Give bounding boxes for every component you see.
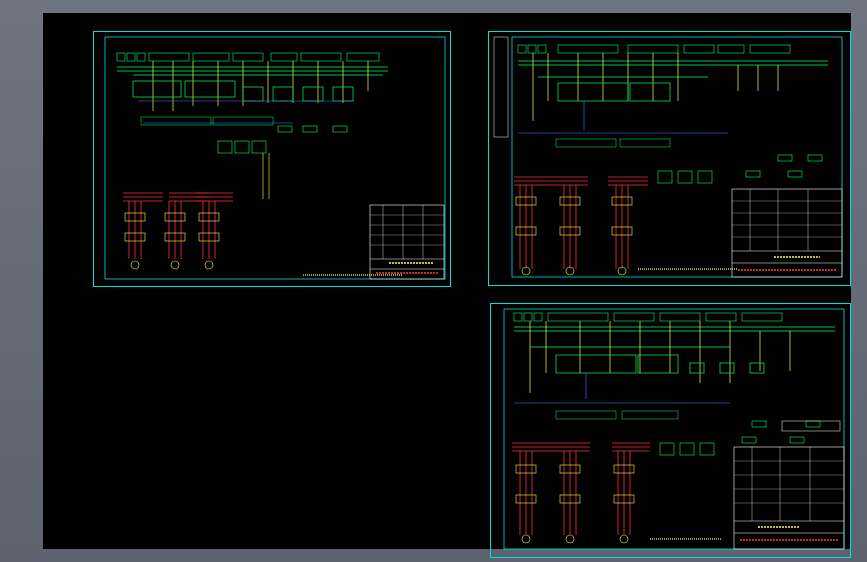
sheet-3-mini-title: [781, 420, 841, 432]
header-blocks: [116, 52, 380, 62]
outer-border: [488, 31, 851, 286]
cad-model-space[interactable]: [43, 13, 851, 558]
component-cluster: [657, 154, 823, 184]
terminal-strip: [555, 410, 679, 420]
left-margin-strip: [493, 36, 509, 138]
motor-components: [124, 212, 220, 270]
sheet-2-drawing: [488, 31, 851, 286]
header-blocks: [513, 312, 783, 322]
terminal-strip: [140, 116, 274, 126]
motor-circuits: [514, 176, 648, 269]
motor-circuits: [123, 192, 233, 259]
title-block: [733, 446, 845, 550]
inner-border: [503, 308, 845, 550]
bus-lines: [518, 60, 828, 78]
inner-border: [511, 36, 843, 278]
component-cluster: [659, 420, 821, 456]
sheet-1-drawing: [93, 31, 451, 287]
bus-lines: [514, 326, 835, 348]
component-cluster: [217, 125, 348, 199]
motor-circuits: [512, 442, 650, 535]
yellow-drops: [532, 53, 779, 121]
terminal-strip: [555, 138, 671, 148]
title-block: [369, 204, 445, 280]
yellow-drops: [529, 321, 791, 393]
drawing-sheet-1[interactable]: [93, 31, 451, 287]
bus-lines: [117, 66, 388, 76]
plc-blocks: [557, 82, 671, 102]
motor-components: [515, 196, 633, 276]
header-blocks: [517, 44, 791, 54]
inner-border: [104, 36, 446, 280]
title-block: [731, 188, 843, 278]
blue-lines: [138, 100, 353, 124]
outer-border: [93, 31, 451, 287]
sheet-3-drawing: [490, 303, 851, 558]
blue-lines: [514, 373, 730, 404]
drawing-sheet-2[interactable]: [488, 31, 851, 286]
motor-components: [515, 464, 635, 544]
plc-blocks: [555, 354, 765, 374]
outer-border: [490, 303, 851, 558]
drawing-sheet-3[interactable]: [490, 303, 851, 558]
blue-lines: [518, 101, 728, 134]
